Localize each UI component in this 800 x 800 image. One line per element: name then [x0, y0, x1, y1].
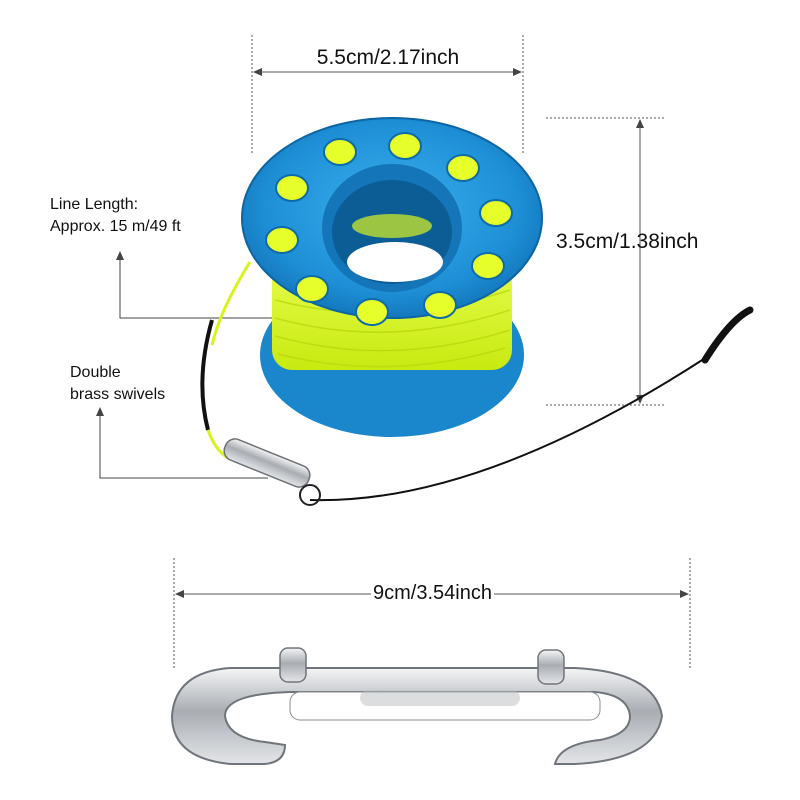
small-swivel-snap: [223, 438, 321, 506]
callout-leaders: [96, 251, 280, 479]
double-bolt-snap: [170, 647, 664, 765]
line-length-title: Line Length:: [50, 196, 139, 213]
spool-width-label: 5.5cm/2.17inch: [314, 46, 462, 69]
line-and-cord: [200, 261, 754, 502]
snap-length-label: 9cm/3.54inch: [371, 582, 494, 604]
line-length-callout: Line Length: Approx. 15 m/49 ft: [50, 194, 181, 238]
spool-height-label: 3.5cm/1.38inch: [556, 230, 699, 253]
swivel-line-2: brass swivels: [70, 386, 166, 403]
swivel-line-1: Double: [70, 364, 121, 381]
spool-holes: [265, 132, 513, 326]
swivel-callout: Double brass swivels: [70, 362, 165, 406]
line-spool: [241, 117, 543, 437]
line-length-value: Approx. 15 m/49 ft: [50, 218, 181, 235]
